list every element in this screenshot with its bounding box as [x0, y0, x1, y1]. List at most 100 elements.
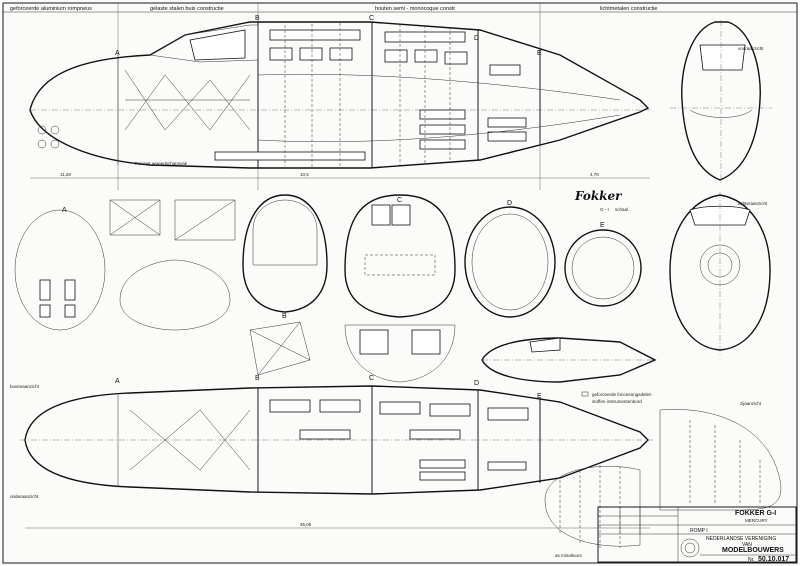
window-side-3: [329, 47, 353, 61]
dim-2: 10,5: [300, 172, 309, 177]
window-low-4: [487, 117, 527, 128]
station-b-bot: B: [255, 375, 260, 382]
section-a-ring: [14, 209, 106, 331]
top-hatch-2: [409, 429, 461, 440]
title-block-frame: [597, 506, 797, 563]
section-c-lower: [344, 324, 456, 383]
nose-port-1: [37, 125, 47, 135]
section-c-lower-win-1: [359, 329, 389, 355]
window-side-2: [299, 47, 323, 61]
window-side-1: [269, 47, 293, 61]
section-c-lower-win-2: [411, 329, 441, 355]
note-n7: as minaltuurs: [555, 553, 583, 558]
side-detail-formers: [689, 420, 761, 505]
header-steel: gelaste stalen buis constructie: [150, 6, 224, 12]
top-win-4: [429, 403, 471, 417]
rear-view: [669, 192, 771, 355]
station-d-mid: D: [507, 200, 512, 207]
station-c-top: C: [369, 15, 374, 22]
top-win-5: [487, 407, 529, 421]
section-a-port-1: [39, 279, 51, 301]
tb-society: NEDERLANDSE VERENIGING: [706, 536, 776, 542]
label-side: zijaanzicht: [740, 401, 762, 406]
side-stringers: [257, 74, 621, 142]
station-d-top: D: [474, 35, 479, 42]
tb-aircraft: FOKKER G-I: [735, 510, 776, 517]
small-side-view: [481, 337, 657, 383]
window-top-1: [269, 29, 361, 41]
fokker-logo: Fokker: [574, 189, 623, 203]
nose-port-4: [50, 139, 60, 149]
nose-port-3: [37, 139, 47, 149]
top-hatch-1: [299, 429, 351, 440]
window-side-4: [384, 49, 408, 63]
section-c: [344, 194, 456, 318]
truss-detail-b: [174, 199, 236, 241]
front-view: [670, 20, 772, 185]
station-b-mid: B: [282, 313, 287, 320]
tb-sheet: ROMP I: [690, 528, 708, 534]
dim-3: 4,70: [590, 172, 599, 177]
station-a-bot: A: [115, 378, 120, 385]
station-c-mid: C: [397, 197, 402, 204]
front-outline: [681, 21, 761, 181]
side-view: [29, 21, 650, 169]
section-c-win-2: [391, 204, 411, 226]
section-d-inner: [471, 213, 549, 311]
header-skin: geforceerde aluminium rompneus: [10, 6, 92, 12]
side-detail-outline: [659, 409, 782, 511]
header-metal: lichtmetalen constructie: [600, 6, 657, 12]
section-c-win-1: [371, 204, 391, 226]
canopy: [149, 24, 259, 63]
top-win-3: [379, 401, 421, 415]
section-ab: [119, 259, 231, 331]
section-d: [464, 206, 556, 318]
front-floor: [689, 109, 753, 118]
label-front: vooraanzicht: [738, 46, 764, 51]
station-b-top: B: [255, 15, 260, 22]
label-bottom: onderaanzicht: [10, 494, 39, 499]
tb-engine: MERCURY: [745, 518, 768, 523]
note-tool: Pot met gereedschapsvak: [135, 161, 188, 166]
top-win-8: [487, 461, 527, 471]
side-detail: [659, 409, 782, 511]
truss-frame-b: [249, 321, 311, 376]
section-b-inner: [252, 199, 318, 266]
section-a-port-2: [64, 279, 76, 301]
station-c-bot: C: [369, 375, 374, 382]
society-seal: [680, 538, 700, 558]
title-block: [597, 506, 797, 563]
station-a-mid: A: [62, 207, 67, 214]
section-b: [242, 194, 328, 313]
station-e-mid: E: [600, 222, 605, 229]
window-side-7: [489, 64, 521, 76]
window-low-2: [419, 124, 466, 135]
nose-port-2: [50, 125, 60, 135]
nose-detail-lines: [559, 465, 621, 548]
dim-total: 36,05: [300, 522, 312, 527]
station-e-bot: E: [537, 393, 542, 400]
window-low-5: [487, 131, 527, 142]
fokker-scale: schaal: [615, 207, 628, 212]
fokker-sub: G - I: [600, 207, 609, 212]
label-rear: achteraanzicht: [738, 201, 768, 206]
society-seal-inner: [684, 542, 696, 554]
steel-truss: [124, 69, 251, 131]
tb-number: 50.10.017: [758, 556, 789, 563]
front-canopy: [699, 44, 746, 71]
window-belly: [214, 151, 366, 161]
note-n2: stoffen instrumentenbord: [592, 399, 642, 404]
window-low-3: [419, 139, 466, 150]
dim-1: 11,28: [60, 172, 71, 177]
side-fuselage-outline: [29, 21, 650, 169]
side-formers: [284, 23, 451, 167]
section-a-port-3: [39, 304, 51, 318]
small-fuselage: [481, 337, 657, 383]
legend-box-1: [581, 391, 589, 397]
top-win-6: [419, 459, 466, 469]
section-e-inner: [571, 236, 635, 300]
tb-society2: VAN: [742, 542, 752, 548]
